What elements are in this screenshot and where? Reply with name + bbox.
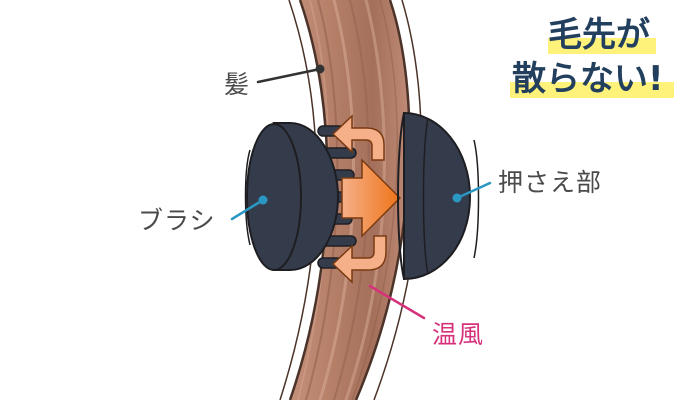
hair-leader-line (256, 67, 322, 84)
warm-air-arrow-icon (331, 114, 402, 284)
headline-marker-2 (510, 82, 674, 98)
headline-marker-1 (548, 38, 656, 54)
brush-leader-line (230, 198, 265, 221)
leader-lines (230, 64, 492, 320)
hair-label: 髪 (224, 70, 251, 99)
warm-air-label: 温風 (432, 320, 485, 349)
presser-label: 押さえ部 (498, 168, 603, 197)
headline-line-2: 散らない! (512, 59, 664, 99)
brush-icon (244, 122, 340, 271)
presser-leader-line (455, 181, 492, 200)
warm-air-leader-line (368, 284, 426, 320)
headline-line-1: 毛先が (548, 15, 650, 55)
brush-label: ブラシ (138, 206, 216, 235)
presser-icon (397, 111, 480, 281)
